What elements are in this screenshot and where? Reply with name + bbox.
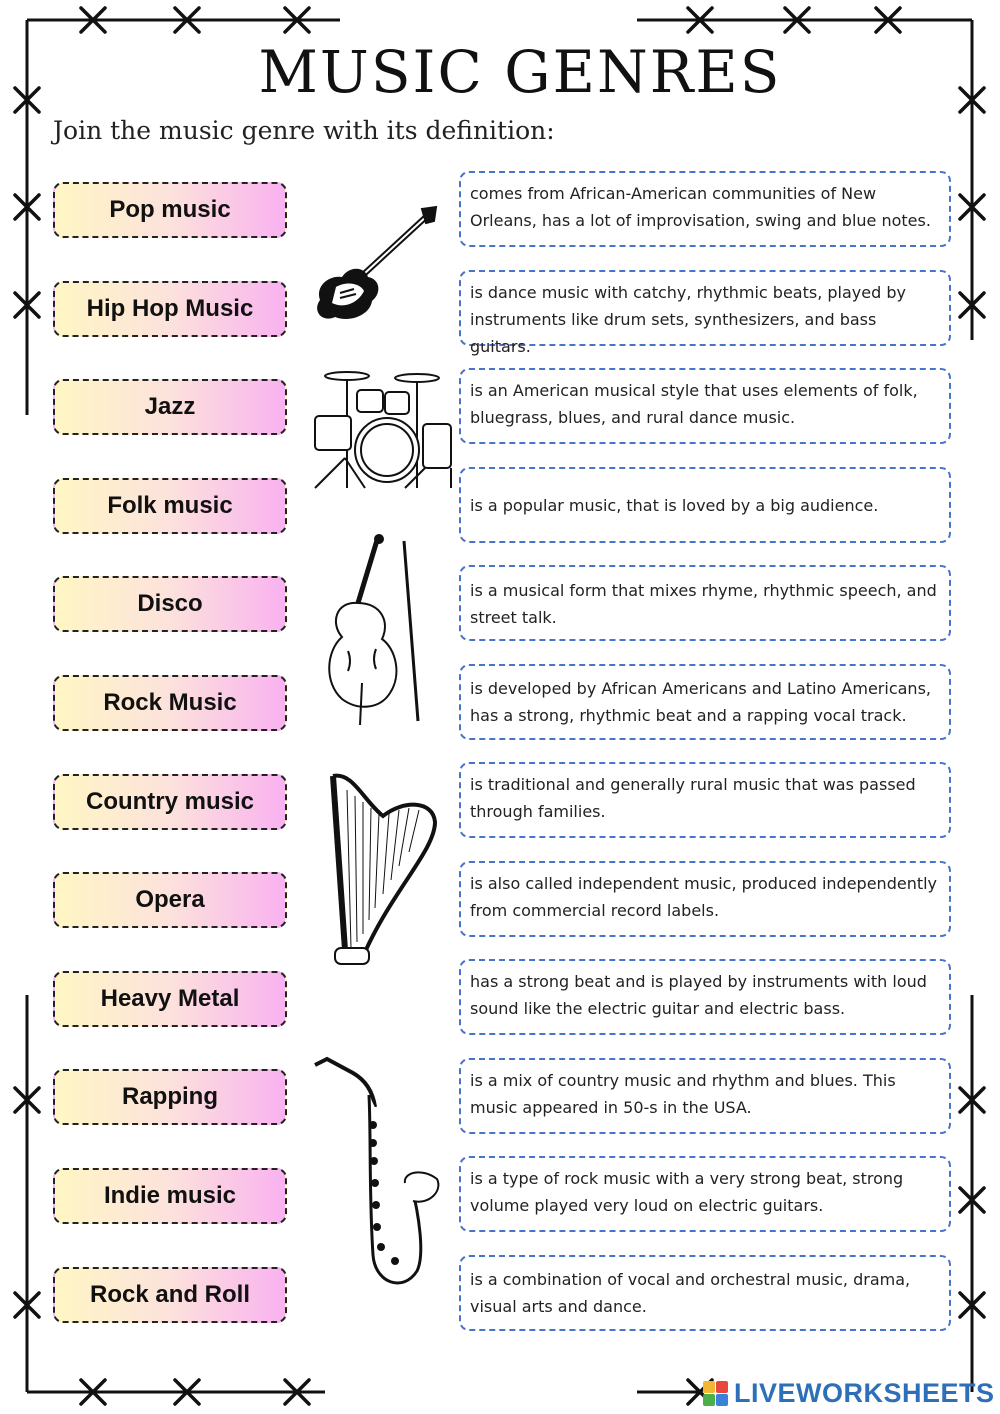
definition-box[interactable]: is traditional and generally rural music… (459, 762, 951, 838)
watermark-logo: LIVEWORKSHEETS (703, 1378, 995, 1408)
genre-box[interactable]: Indie music (53, 1167, 287, 1224)
saxophone-icon (314, 1056, 440, 1285)
frame-cross-mark (958, 1291, 986, 1319)
definition-box[interactable]: is an American musical style that uses e… (459, 368, 951, 444)
genre-box[interactable]: Pop music (53, 182, 287, 238)
genre-box[interactable]: Jazz (53, 379, 287, 436)
frame-cross-mark (79, 6, 107, 34)
frame-cross-mark (13, 1086, 41, 1114)
definition-box[interactable]: has a strong beat and is played by instr… (459, 959, 951, 1035)
definition-box[interactable]: is also called independent music, produc… (459, 860, 951, 937)
genre-box[interactable]: Rock Music (53, 674, 287, 731)
cello-icon (328, 534, 420, 726)
electric-guitar-icon (317, 205, 438, 320)
page-title: MUSIC GENRES (258, 38, 782, 106)
definition-box[interactable]: is a musical form that mixes rhyme, rhyt… (459, 565, 951, 641)
genre-box[interactable]: Opera (53, 872, 287, 929)
frame-cross-mark (13, 193, 41, 221)
genre-box[interactable]: Folk music (53, 477, 287, 534)
genre-box[interactable]: Disco (53, 576, 287, 633)
definition-box[interactable]: is a popular music, that is loved by a b… (459, 466, 951, 543)
definition-box[interactable]: is a mix of country music and rhythm and… (459, 1057, 951, 1134)
frame-cross-mark (958, 291, 986, 319)
instruction-text: Join the music genre with its definition… (53, 116, 555, 145)
genre-box[interactable]: Hip Hop Music (53, 280, 287, 337)
frame-cross-mark (13, 86, 41, 114)
genre-box[interactable]: Heavy Metal (53, 970, 287, 1027)
definition-box[interactable]: comes from African-American communities … (459, 171, 951, 247)
genre-box[interactable]: Rock and Roll (53, 1266, 287, 1323)
frame-cross-mark (783, 6, 811, 34)
definition-box[interactable]: is developed by African Americans and La… (459, 663, 951, 740)
frame-cross-mark (958, 193, 986, 221)
frame-cross-mark (958, 1186, 986, 1214)
frame-cross-mark (874, 6, 902, 34)
harp-icon (330, 773, 438, 965)
frame-cross-mark (13, 1291, 41, 1319)
definition-box[interactable]: is dance music with catchy, rhythmic bea… (459, 269, 951, 356)
definition-box[interactable]: is a combination of vocal and orchestral… (459, 1254, 951, 1331)
frame-cross-mark (958, 86, 986, 114)
frame-cross-mark (686, 6, 714, 34)
frame-cross-mark (173, 6, 201, 34)
frame-cross-mark (958, 1086, 986, 1114)
liveworksheets-icon (703, 1380, 728, 1406)
frame-cross-mark (13, 291, 41, 319)
definition-box[interactable]: is a type of rock music with a very stro… (459, 1156, 951, 1232)
genre-box[interactable]: Country music (53, 773, 287, 830)
frame-cross-mark (283, 6, 311, 34)
watermark-text: LIVEWORKSHEETS (734, 1377, 995, 1408)
drum-kit-icon (314, 371, 452, 489)
frame-cross-mark (283, 1378, 311, 1406)
frame-cross-mark (79, 1378, 107, 1406)
genre-box[interactable]: Rapping (53, 1069, 287, 1126)
frame-cross-mark (173, 1378, 201, 1406)
definition-list: comes from African-American communities … (459, 171, 951, 1353)
genre-list: Pop music Hip Hop Music Jazz Folk music … (53, 182, 287, 1365)
